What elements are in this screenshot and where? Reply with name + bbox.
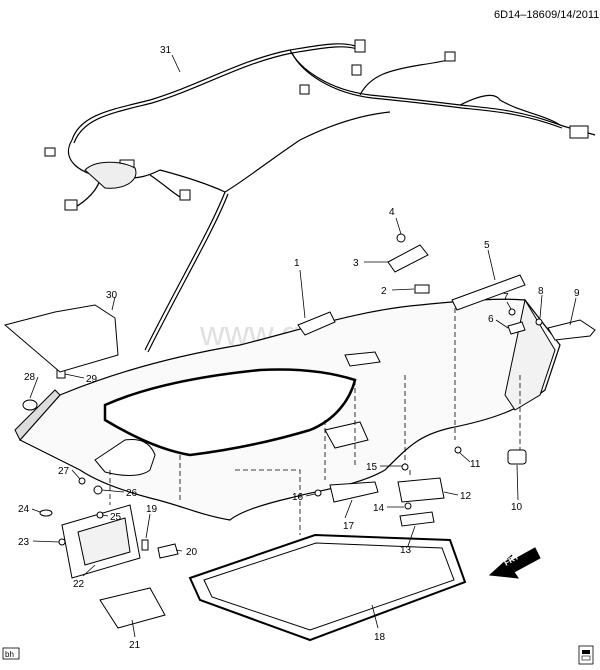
document-icon xyxy=(578,645,594,665)
callout-14: 14 xyxy=(373,503,385,514)
callout-23: 23 xyxy=(18,537,30,548)
headliner-panel xyxy=(14,298,561,521)
callout-29: 29 xyxy=(86,374,98,385)
harness-junction-block xyxy=(84,161,137,189)
callout-12: 12 xyxy=(460,491,472,502)
reference-lines xyxy=(109,300,521,535)
callout-25: 25 xyxy=(110,512,122,523)
callout-15: 15 xyxy=(366,462,378,473)
callout-21: 21 xyxy=(129,640,141,651)
callout-8: 8 xyxy=(538,286,544,297)
corner-tag-text: bh xyxy=(5,650,14,659)
small-parts xyxy=(3,233,596,629)
callout-labels: 31 1 2 3 4 5 6 7 8 9 10 11 12 13 14 15 1… xyxy=(18,45,580,651)
diagram-code: 6D14–186 xyxy=(494,9,545,21)
callout-24: 24 xyxy=(18,504,30,515)
callout-9: 9 xyxy=(574,288,580,299)
callout-30: 30 xyxy=(106,290,118,301)
callout-1: 1 xyxy=(294,258,300,269)
callout-16: 16 xyxy=(292,492,304,503)
callout-20: 20 xyxy=(186,547,198,558)
callout-11: 11 xyxy=(470,459,481,470)
callout-2: 2 xyxy=(381,286,387,297)
callout-7: 7 xyxy=(503,292,509,303)
front-direction-arrow: FRT xyxy=(488,547,541,579)
callout-19: 19 xyxy=(146,504,158,515)
callout-17: 17 xyxy=(343,521,355,532)
callout-5: 5 xyxy=(484,240,490,251)
callout-28: 28 xyxy=(24,372,36,383)
callout-31: 31 xyxy=(160,45,172,56)
callout-4: 4 xyxy=(389,207,395,218)
callout-18: 18 xyxy=(374,632,386,643)
callout-3: 3 xyxy=(353,258,359,269)
callout-22: 22 xyxy=(73,579,85,590)
sunroof-frame xyxy=(188,533,467,642)
callout-26: 26 xyxy=(126,488,138,499)
callout-6: 6 xyxy=(488,314,494,325)
diagram-date: 09/14/2011 xyxy=(545,9,599,21)
callout-13: 13 xyxy=(400,545,412,556)
callout-27: 27 xyxy=(58,466,70,477)
corner-tag: bh xyxy=(2,647,20,660)
callout-10: 10 xyxy=(511,502,523,513)
leader-lines xyxy=(29,54,577,638)
